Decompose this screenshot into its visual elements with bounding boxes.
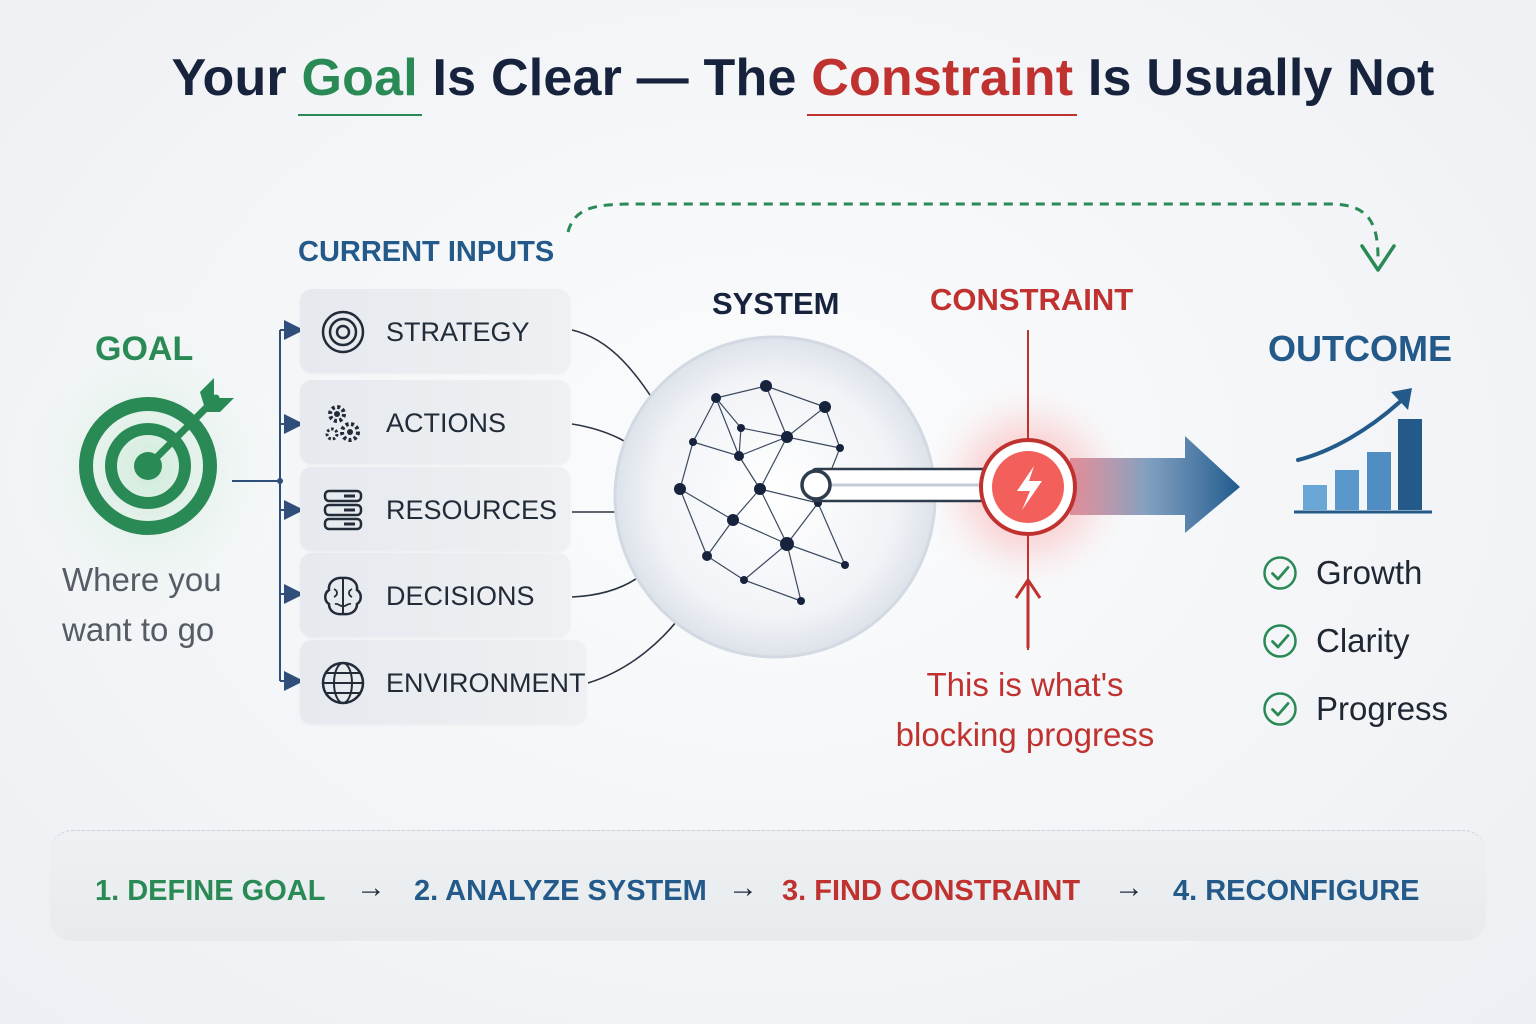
step-arrow: → <box>728 871 758 904</box>
input-card-actions: ACTIONS <box>300 380 570 464</box>
brain-icon <box>324 576 362 616</box>
goal-title: GOAL <box>95 330 194 368</box>
constraint-title: CONSTRAINT <box>930 282 1134 317</box>
step-define-goal: 1. DEFINE GOAL <box>95 875 326 907</box>
input-label: RESOURCES <box>386 495 558 525</box>
input-card-environment: ENVIRONMENT <box>300 640 586 724</box>
title-goal-word: Goal <box>297 48 422 116</box>
input-label: ACTIONS <box>386 408 507 438</box>
constraint-note: This is what's blocking progress <box>870 660 1180 760</box>
goal-subtitle: Where you want to go <box>62 555 242 655</box>
check-circle-icon <box>1263 556 1297 590</box>
title-text: Is Usually Not <box>1073 49 1435 107</box>
title-text: Is Clear — The <box>417 49 812 107</box>
database-icon <box>323 489 363 531</box>
globe-icon <box>321 661 365 705</box>
page-title: Your Goal Is Clear — The Constraint Is U… <box>0 48 1536 116</box>
constraint-note-line: blocking progress <box>895 716 1155 753</box>
input-card-resources: RESOURCES <box>300 467 570 551</box>
step-arrow: → <box>1114 871 1144 904</box>
title-constraint-word: Constraint <box>807 48 1078 116</box>
input-label: ENVIRONMENT <box>386 668 586 698</box>
step-reconfigure: 4. RECONFIGURE <box>1173 875 1420 907</box>
input-label: STRATEGY <box>386 317 530 347</box>
check-circle-icon <box>1263 624 1297 658</box>
outcome-item-progress: Progress <box>1262 689 1448 729</box>
inputs-title: CURRENT INPUTS <box>298 236 555 268</box>
goal-subtitle-line: Where you <box>62 561 222 598</box>
step-analyze-system: 2. ANALYZE SYSTEM <box>414 875 707 907</box>
target-icon <box>79 378 234 535</box>
outcome-label: Progress <box>1316 690 1449 727</box>
strategy-icon <box>321 310 365 354</box>
outcome-title: OUTCOME <box>1268 328 1452 369</box>
input-card-decisions: DECISIONS <box>300 553 570 637</box>
gears-icon <box>325 405 360 442</box>
step-arrow: → <box>356 871 386 904</box>
output-arrow <box>1070 436 1240 533</box>
constraint-note-line: This is what's <box>926 666 1124 703</box>
outcome-item-clarity: Clarity <box>1262 621 1410 661</box>
goal-subtitle-line: want to go <box>62 611 215 648</box>
input-label: DECISIONS <box>386 581 535 611</box>
system-title: SYSTEM <box>712 286 840 321</box>
feedback-loop-arrow <box>566 202 1380 259</box>
outcome-label: Clarity <box>1316 622 1410 659</box>
growth-chart-icon <box>1294 388 1432 514</box>
check-circle-icon <box>1263 692 1297 726</box>
outcome-label: Growth <box>1316 554 1423 591</box>
outcome-item-growth: Growth <box>1262 553 1422 593</box>
network-icon <box>613 335 937 659</box>
title-text: Your <box>171 49 302 107</box>
step-find-constraint: 3. FIND CONSTRAINT <box>782 875 1081 907</box>
steps-bar: 1. DEFINE GOAL → 2. ANALYZE SYSTEM → 3. … <box>50 830 1486 941</box>
input-card-strategy: STRATEGY <box>300 289 570 373</box>
lightning-icon <box>979 438 1077 536</box>
